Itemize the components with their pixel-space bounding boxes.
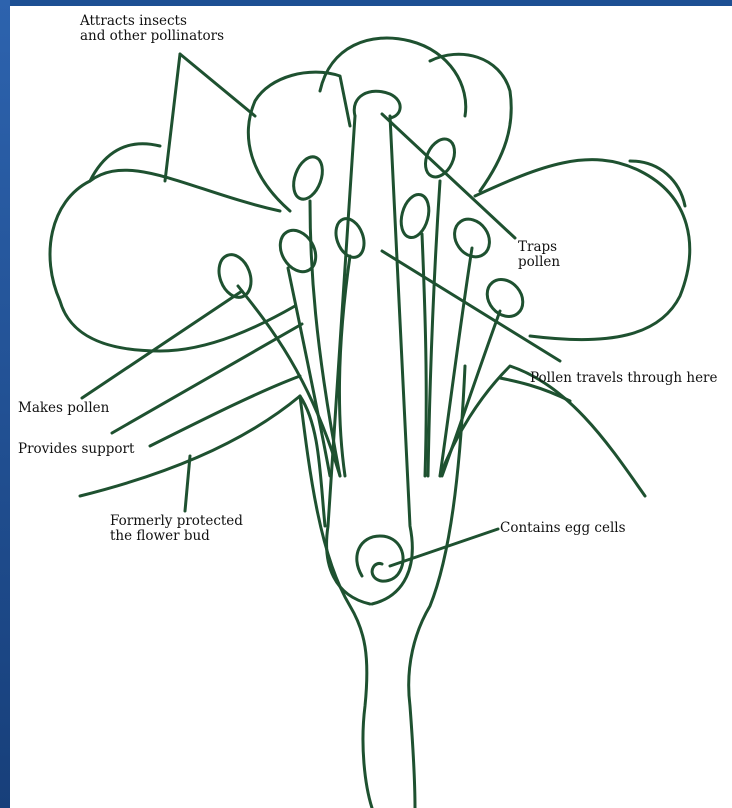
petal-top-center [320,38,466,116]
petal-right [475,160,690,340]
anther-7 [447,212,496,263]
leader-attracts [165,54,255,181]
slide-left-accent [0,0,10,808]
label-attracts: Attracts insects and other pollinators [80,14,224,44]
anther-4 [331,215,369,261]
flower-diagram [10,6,732,808]
ovule [357,536,403,581]
label-protected: Formerly protected the flower bud [110,514,243,544]
leader-protected [185,456,190,511]
filament-5 [422,234,426,476]
label-support: Provides support [18,442,134,457]
stigma [354,91,400,118]
petal-left [50,170,295,351]
petal-left-top [248,72,350,211]
label-traps: Traps pollen [518,240,560,270]
anther-2 [273,224,323,278]
anther-5 [397,191,434,240]
anther-3 [288,153,327,203]
diagram-panel: Attracts insects and other pollinators T… [10,6,732,808]
anther-6 [420,134,460,181]
filament-6 [428,181,440,476]
sepal-left [80,396,325,526]
style-left [327,116,370,604]
label-pollen-travels: Pollen travels through here [530,371,718,386]
label-makes-pollen: Makes pollen [18,401,109,416]
sepal-inner-left [150,376,300,446]
filament-4 [340,256,350,476]
style-right [372,116,412,604]
label-egg: Contains egg cells [500,521,626,536]
